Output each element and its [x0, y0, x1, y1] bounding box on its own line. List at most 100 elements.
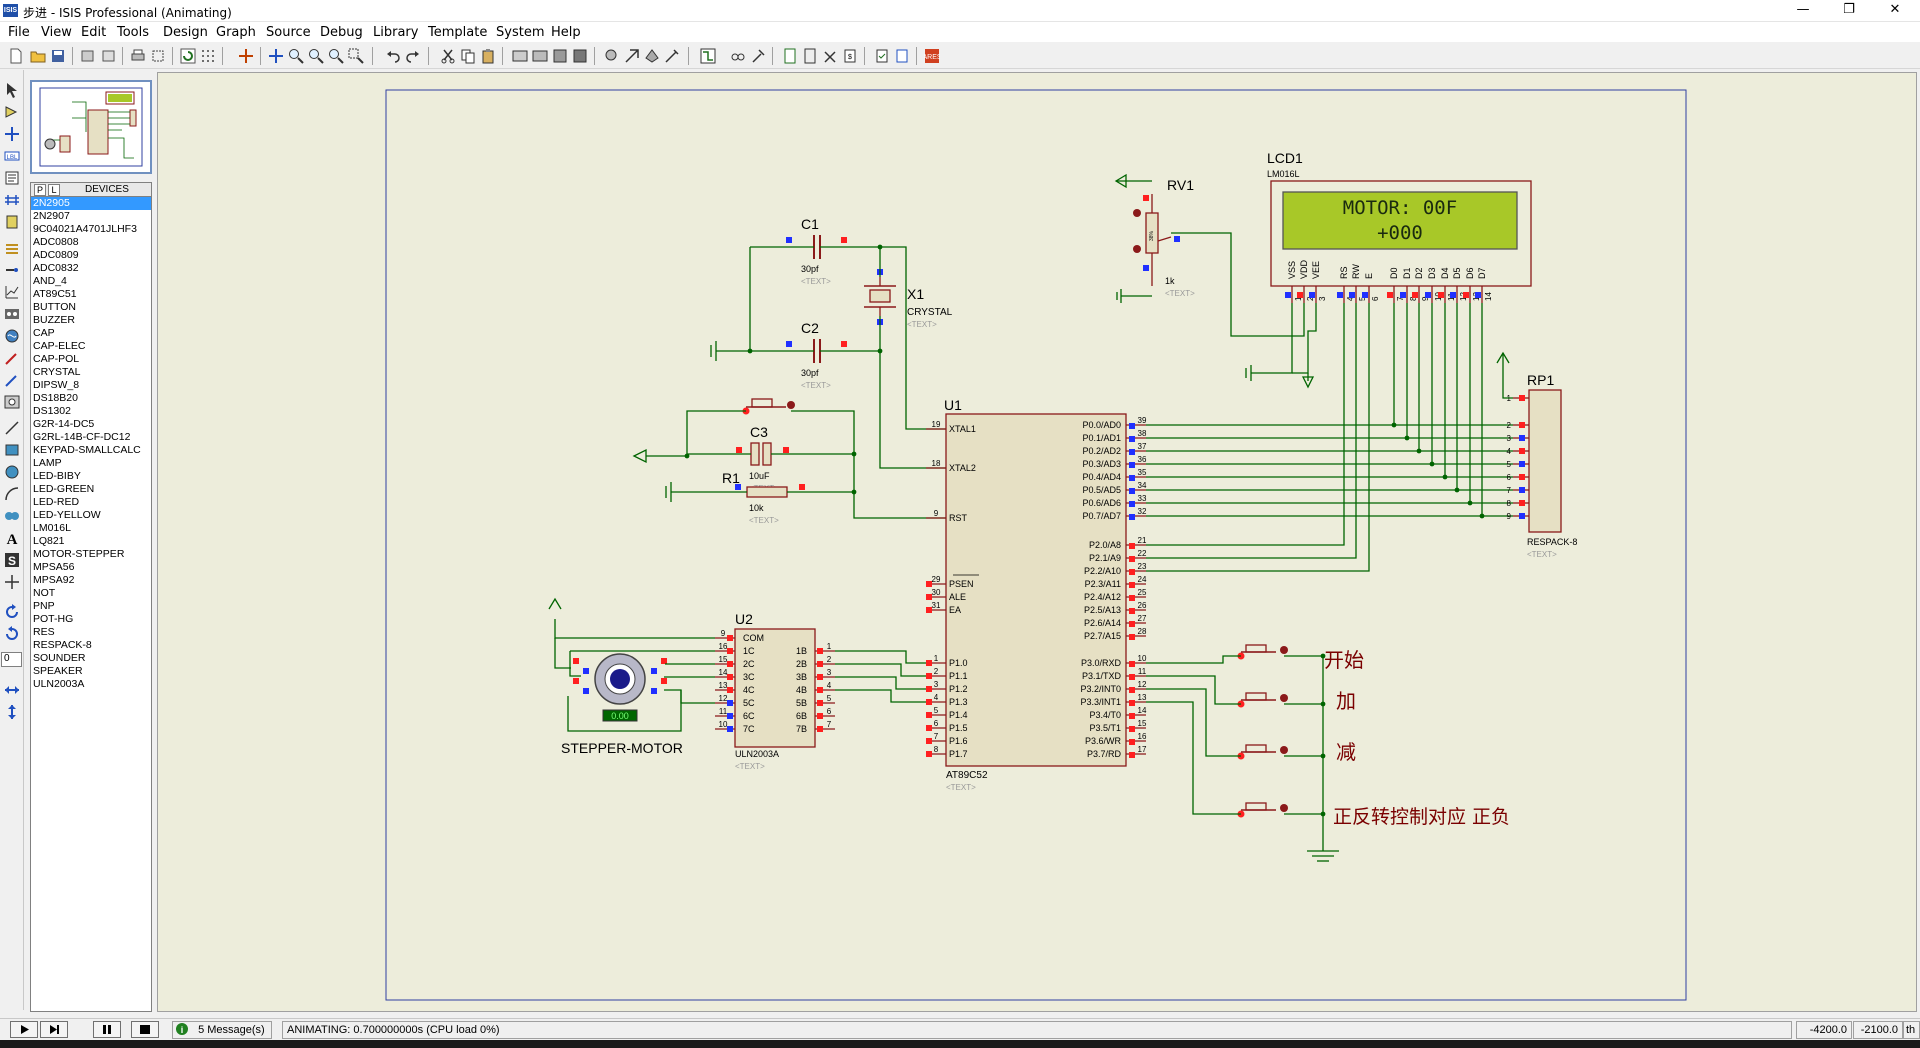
block-copy-icon[interactable]: [512, 48, 528, 64]
circle-mode-icon[interactable]: [4, 464, 20, 480]
mirror-horizontal-icon[interactable]: [4, 682, 20, 698]
device-list-item[interactable]: LAMP: [33, 457, 62, 469]
menu-view[interactable]: View: [41, 25, 72, 40]
device-list-item[interactable]: RESPACK-8: [33, 639, 92, 651]
menu-system[interactable]: System: [496, 25, 545, 40]
device-list-item[interactable]: AT89C51: [33, 288, 77, 300]
menu-design[interactable]: Design: [163, 25, 208, 40]
device-list-item[interactable]: LQ821: [33, 535, 65, 547]
print-icon[interactable]: [130, 48, 146, 64]
decompose-icon[interactable]: [664, 48, 680, 64]
line-mode-icon[interactable]: [4, 420, 20, 436]
print-area-icon[interactable]: [150, 48, 166, 64]
device-list-item[interactable]: CAP: [33, 327, 55, 339]
block-rotate-icon[interactable]: [552, 48, 568, 64]
device-list-item[interactable]: DS1302: [33, 405, 71, 417]
device-list-item[interactable]: G2RL-14B-CF-DC12: [33, 431, 131, 443]
menu-template[interactable]: Template: [428, 25, 488, 40]
play-button[interactable]: [10, 1021, 38, 1038]
rotate-cw-icon[interactable]: [4, 604, 20, 620]
terminal-mode-icon[interactable]: [4, 240, 20, 256]
device-list-item[interactable]: ADC0832: [33, 262, 79, 274]
current-probe-icon[interactable]: [4, 372, 20, 388]
property-tool-icon[interactable]: [750, 48, 766, 64]
step-button[interactable]: [40, 1021, 68, 1038]
virtual-instrument-icon[interactable]: [4, 394, 20, 410]
text-mode-icon[interactable]: A: [4, 530, 20, 546]
device-list-item[interactable]: PNP: [33, 600, 55, 612]
menu-graph[interactable]: Graph: [216, 25, 256, 40]
tape-recorder-icon[interactable]: [4, 306, 20, 322]
rotate-ccw-icon[interactable]: [4, 626, 20, 642]
device-list-item[interactable]: MOTOR-STEPPER: [33, 548, 125, 560]
search-tag-icon[interactable]: [730, 48, 746, 64]
overview-window[interactable]: [30, 80, 152, 174]
maximize-button[interactable]: ❐: [1843, 2, 1855, 17]
copy-icon[interactable]: [460, 48, 476, 64]
device-list-item[interactable]: DS18B20: [33, 392, 78, 404]
erc-icon[interactable]: [874, 48, 890, 64]
subcircuit-mode-icon[interactable]: [4, 214, 20, 230]
save-icon[interactable]: [50, 48, 66, 64]
junction-mode-icon[interactable]: [4, 126, 20, 142]
device-list-item[interactable]: MPSA92: [33, 574, 75, 586]
wire-autorouter-icon[interactable]: [700, 48, 716, 64]
new-sheet-icon[interactable]: [782, 48, 798, 64]
device-list-item[interactable]: MPSA56: [33, 561, 75, 573]
close-button[interactable]: ✕: [1889, 2, 1901, 17]
open-folder-icon[interactable]: [30, 48, 46, 64]
device-list-item[interactable]: POT-HG: [33, 613, 74, 625]
device-list-item[interactable]: 2N2907: [33, 210, 70, 222]
device-list-item[interactable]: LED-GREEN: [33, 483, 95, 495]
import-icon[interactable]: [80, 48, 96, 64]
symbol-mode-icon[interactable]: S: [4, 552, 20, 568]
pick-devices-button[interactable]: P: [34, 184, 46, 196]
box-mode-icon[interactable]: [4, 442, 20, 458]
minimize-button[interactable]: —: [1796, 2, 1810, 17]
arc-mode-icon[interactable]: [4, 486, 20, 502]
device-list-item[interactable]: G2R-14-DC5: [33, 418, 95, 430]
path-mode-icon[interactable]: [4, 508, 20, 524]
pause-button[interactable]: [93, 1021, 121, 1038]
bom-icon[interactable]: $: [842, 48, 858, 64]
device-list-item[interactable]: KEYPAD-SMALLCALC: [33, 444, 141, 456]
refresh-icon[interactable]: [180, 48, 196, 64]
exit-parent-icon[interactable]: [822, 48, 838, 64]
device-list-item[interactable]: RES: [33, 626, 55, 638]
bus-mode-icon[interactable]: [4, 192, 20, 208]
cut-icon[interactable]: [440, 48, 456, 64]
device-list-item[interactable]: SOUNDER: [33, 652, 86, 664]
device-list-item[interactable]: CAP-POL: [33, 353, 80, 365]
device-list-item[interactable]: SPEAKER: [33, 665, 83, 677]
device-list-item[interactable]: CAP-ELEC: [33, 340, 86, 352]
voltage-probe-icon[interactable]: [4, 350, 20, 366]
zoom-all-icon[interactable]: [328, 48, 344, 64]
stop-button[interactable]: [131, 1021, 159, 1038]
device-list-item[interactable]: 9C04021A4701JLHF3: [33, 223, 137, 235]
pick-device-icon[interactable]: [604, 48, 620, 64]
undo-icon[interactable]: [385, 48, 401, 64]
menu-tools[interactable]: Tools: [117, 25, 150, 40]
graph-mode-icon[interactable]: [4, 284, 20, 300]
device-list-item[interactable]: 2N2905: [31, 197, 151, 210]
pan-icon[interactable]: [268, 48, 284, 64]
zoom-in-icon[interactable]: [288, 48, 304, 64]
device-list-item[interactable]: LED-YELLOW: [33, 509, 101, 521]
menu-file[interactable]: File: [8, 25, 30, 40]
device-list-item[interactable]: BUZZER: [33, 314, 75, 326]
zoom-out-icon[interactable]: [308, 48, 324, 64]
rotation-angle-input[interactable]: 0: [1, 652, 22, 667]
menu-help[interactable]: Help: [551, 25, 581, 40]
device-list-item[interactable]: BUTTON: [33, 301, 76, 313]
netlist-icon[interactable]: [894, 48, 910, 64]
text-script-mode-icon[interactable]: [4, 170, 20, 186]
grid-icon[interactable]: [200, 48, 216, 64]
device-pin-mode-icon[interactable]: [4, 262, 20, 278]
block-move-icon[interactable]: [532, 48, 548, 64]
zoom-area-icon[interactable]: [348, 48, 364, 64]
menu-debug[interactable]: Debug: [320, 25, 363, 40]
marker-mode-icon[interactable]: [4, 574, 20, 590]
device-list-item[interactable]: CRYSTAL: [33, 366, 81, 378]
generator-mode-icon[interactable]: [4, 328, 20, 344]
